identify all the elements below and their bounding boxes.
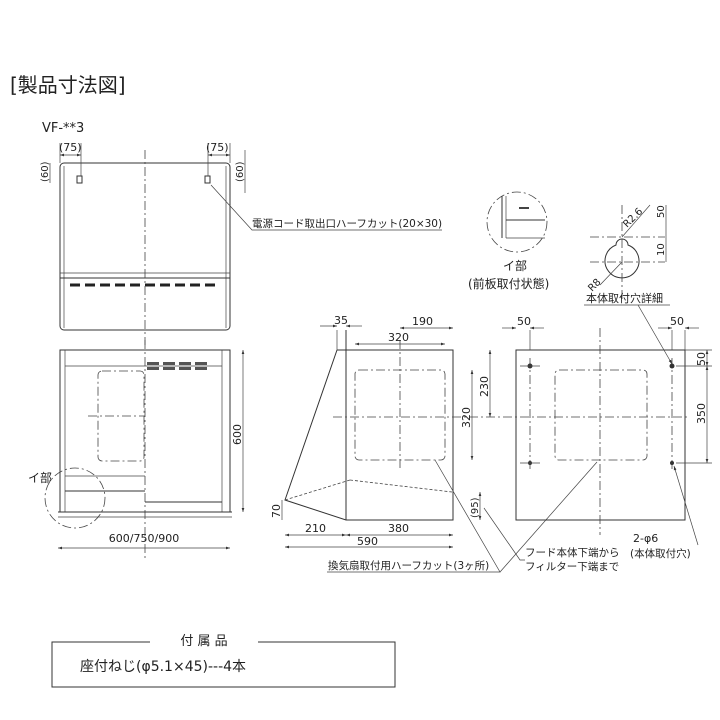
halfcut-note: 換気扇取付用ハーフカット(3ヶ所) [328,559,489,572]
dim-50-left: 50 [517,315,531,328]
filter-note-line2: フィルター下端まで [525,560,619,573]
dim-35: 35 [334,314,348,327]
dim-350: 350 [695,403,708,424]
dim-230: 230 [478,376,491,397]
dim-60-right: (60) [235,161,246,182]
front-panel-detail: イ部 (前板取付状態) [468,191,549,291]
dim-70: 70 [270,504,283,518]
dim-210: 210 [305,522,326,535]
top-view: (75) (75) (60) (60) 電源コード取出口ハーフカット(20×30… [40,141,442,345]
dim-590: 590 [357,535,378,548]
cord-halfcut-note: 電源コード取出口ハーフカット(20×30) [252,217,442,230]
dim-r2-6: R2.6 [621,206,645,230]
detail-label: イ部 [503,258,527,273]
dim-320-vertical: 320 [460,407,473,428]
hole-caption: (本体取付穴) [630,547,691,560]
dim-75-left: (75) [59,141,82,154]
dim-50-right: 50 [670,315,684,328]
dim-50-vertical: 50 [695,352,708,366]
dim-50-hole: 50 [656,205,667,218]
dim-320-horizontal: 320 [388,331,409,344]
detail-callout: イ部 [28,470,52,485]
dim-380: 380 [388,522,409,535]
accessory-item: 座付ねじ(φ5.1×45)---4本 [80,659,246,675]
dim-60-left: (60) [40,161,51,182]
accessory-box: 付 属 品 座付ねじ(φ5.1×45)---4本 [51,634,396,688]
cord-halfcut-left [76,175,83,184]
hole-spec: 2-φ6 [633,532,658,545]
mounting-hole-detail: R2.6 R8 50 10 本体取付穴詳細 [584,204,670,306]
dim-75-right: (75) [206,141,229,154]
filter-note-line1: フード本体下端から [525,546,620,559]
dim-600-height: 600 [231,424,244,445]
dim-10-hole: 10 [656,243,667,256]
hole-detail-caption: 本体取付穴詳細 [586,291,663,305]
model-label: VF-**3 [42,121,84,136]
front-view: 600 600/750/900 イ部 [28,340,245,560]
detail-caption: (前板取付状態) [468,276,549,291]
cord-halfcut-right [204,175,211,184]
back-view: 50 50 50 350 2-φ6 (本体取付穴) [502,304,712,560]
page-title: [製品寸法図] [10,73,126,97]
dim-95: (95) [470,497,481,518]
accessory-heading: 付 属 品 [180,634,227,649]
dim-190: 190 [412,315,433,328]
dim-width: 600/750/900 [109,532,179,545]
detail-circle [44,467,106,529]
side-view: 35 190 320 230 320 70 (95) 210 380 590 換… [270,314,690,573]
